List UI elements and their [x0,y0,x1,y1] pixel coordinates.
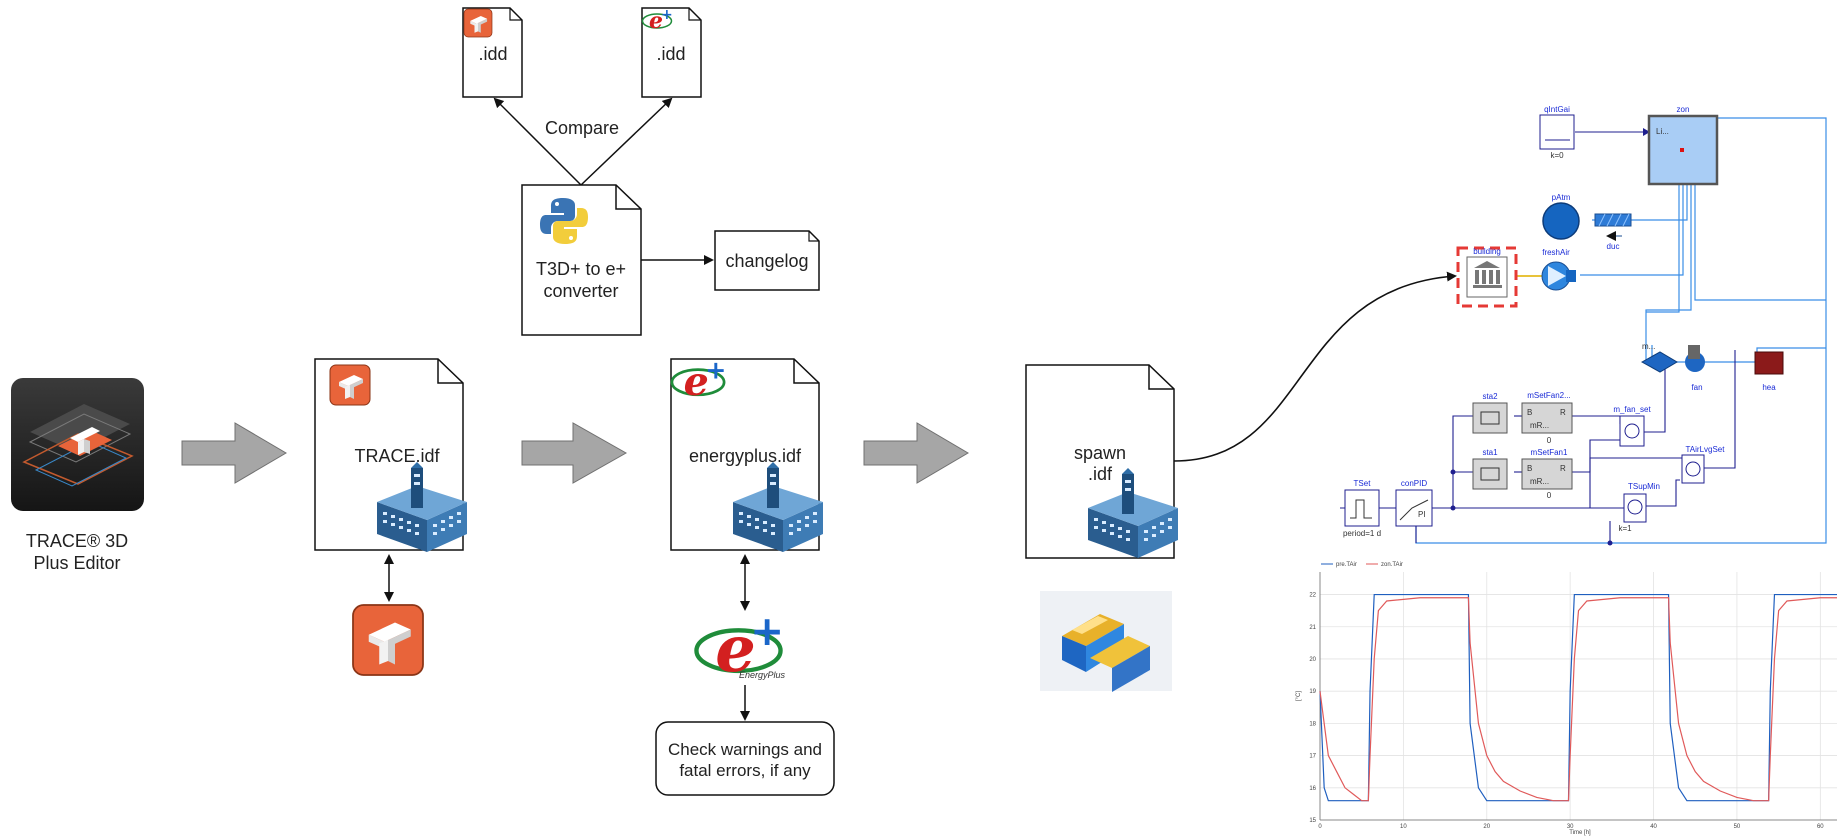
check-warnings-box [655,721,835,796]
legend-pre-tair: pre.TAir [1336,562,1357,568]
converter-label-line2: converter [543,281,618,301]
python-logo-icon [540,198,588,244]
check-warnings-line2: fatal errors, if any [679,761,811,780]
trace-logo-icon [329,364,371,406]
plot-ytick-label: 15 [1309,818,1316,824]
plot-xtick-label: 60 [1817,824,1824,830]
energyplus-caption: EnergyPlus [739,670,786,680]
freshair-label: freshAir [1542,248,1570,257]
flow-arrow-1 [181,422,287,484]
msetfan1-label: mSetFan1 [1531,448,1568,457]
sta2-label: sta2 [1482,392,1498,401]
msetfan2-label: mSetFan2... [1527,391,1571,400]
msetfan2-zero: 0 [1547,436,1552,445]
patm-label: pAtm [1552,193,1571,202]
flow-arrow-3 [863,422,969,484]
hea-label: hea [1762,383,1776,392]
plot-xtick-label: 20 [1483,824,1490,830]
tset-period-label: period=1 d [1343,529,1381,538]
compare-arrow-right [580,97,673,186]
qintgai-label: qIntGai [1544,105,1570,114]
tsupmin-label: TSupMin [1628,482,1660,491]
fan-label: fan [1691,383,1702,392]
plot-xtick-label: 10 [1400,824,1407,830]
spawn-idf-label-line1: spawn [1074,443,1126,463]
plot-xtick-label: 0 [1318,824,1322,830]
trace-idd-document[interactable] [462,7,523,98]
zon-label: zon [1677,105,1690,114]
qintgai-k-label: k=0 [1550,151,1564,160]
trace-app-small-icon[interactable] [352,604,424,676]
tairlvgset-label: TAirLvgSet [1686,445,1726,454]
msetfan1-zero: 0 [1547,491,1552,500]
flow-arrow-2 [521,422,628,484]
msetfan1-b: B [1527,464,1532,473]
energyplus-idf-label: energyplus.idf [689,446,802,466]
plot-ylabel: [°C] [1296,691,1302,701]
changelog-label: changelog [725,251,808,271]
plot-ytick-label: 18 [1309,721,1316,727]
spawn-idf-label-line2: .idf [1088,464,1113,484]
trace-idf-label: TRACE.idf [354,446,440,466]
plot-ytick-label: 20 [1309,657,1316,663]
plot-ytick-label: 22 [1309,593,1316,599]
plot-ytick-label: 16 [1309,786,1316,792]
msetfan2-mr: mR... [1530,421,1549,430]
msetfan2-b: B [1527,408,1532,417]
plot-xlabel: Time [h] [1569,830,1591,836]
trace-app-label-line2: Plus Editor [33,553,120,573]
modelica-diagram: qIntGai k=0 zon Li... pAtm duc building … [1340,105,1827,546]
series-line-zon-tair [1319,597,1837,802]
plot-xtick-label: 50 [1734,824,1741,830]
legend-zon-tair: zon.TAir [1381,562,1403,568]
tset-label: TSet [1354,479,1372,488]
msetfan2-r: R [1560,408,1566,417]
building-block-label: building [1473,247,1501,256]
conpid-label: conPID [1401,479,1427,488]
msetfan1-mr: mR... [1530,477,1549,486]
compare-arrow-left [493,97,582,186]
plot-xtick-label: 30 [1567,824,1574,830]
spawn-idf-document[interactable] [1025,364,1178,559]
trace-3d-plus-icon[interactable] [11,378,144,511]
m-fan-set-label: m_fan_set [1613,405,1651,414]
spawn-logo-icon[interactable] [1040,591,1172,692]
msetfan1-r: R [1560,464,1566,473]
plot-ytick-label: 21 [1309,625,1316,631]
sta1-label: sta1 [1482,448,1498,457]
energyplus-idf-document[interactable] [670,354,823,552]
changelog-document[interactable] [714,230,820,291]
spawn-to-building-arrow [1173,271,1457,462]
energyplus-idd-document[interactable] [641,6,702,98]
pid-pi-label: PI [1418,510,1426,519]
compare-label: Compare [545,118,619,138]
duc-label: duc [1607,242,1620,251]
plot-xtick-label: 40 [1650,824,1657,830]
converter-label-line1: T3D+ to e+ [536,259,626,279]
trace-app-label-line1: TRACE® 3D [26,531,128,551]
zon-inner-label: Li... [1656,127,1669,136]
converter-document[interactable] [521,184,642,336]
trace-idd-label: .idd [478,44,507,64]
m-small-label: m... [1642,342,1655,351]
check-warnings-line1: Check warnings and [668,740,822,759]
trace-logo-icon [463,8,493,38]
trace-idf-document[interactable] [314,358,467,552]
plot-ytick-label: 17 [1309,754,1316,760]
tsupmin-k-label: k=1 [1618,524,1632,533]
energyplus-idd-label: .idd [656,44,685,64]
plot-ytick-label: 19 [1309,689,1316,695]
